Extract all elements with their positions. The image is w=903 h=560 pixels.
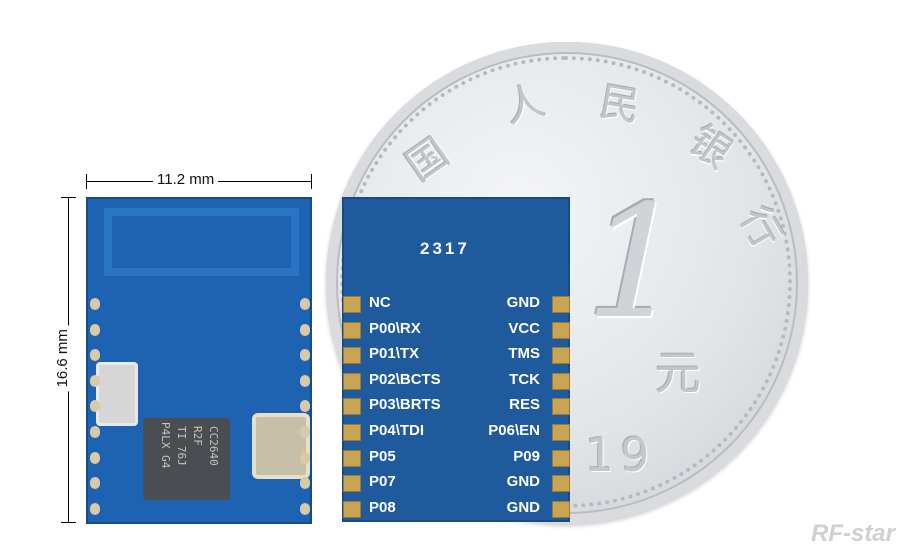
solder-pad <box>552 424 570 441</box>
solder-pad <box>552 321 570 339</box>
solder-pad <box>552 398 570 416</box>
pin-label-right: TCK <box>509 370 540 388</box>
castellated-pad <box>300 374 310 387</box>
solder-pad <box>343 347 361 365</box>
pin-label-right: GND <box>506 294 540 311</box>
castellated-pad <box>300 400 310 413</box>
pin-label-left: P07 <box>369 473 396 491</box>
pin-label-left: P03\BRTS <box>369 396 441 414</box>
chip-marking: CC2640 <box>207 426 220 466</box>
pin-label-left: P01\TX <box>369 345 420 363</box>
width-label: 11.2 mm <box>153 171 219 189</box>
castellated-pad <box>90 477 100 490</box>
castellated-pad <box>90 502 100 515</box>
castellated-pad <box>90 374 100 387</box>
pin-label-right: P06\EN <box>488 422 540 439</box>
pcb-antenna <box>104 208 299 276</box>
castellated-pad <box>90 323 100 336</box>
solder-pad <box>343 372 361 390</box>
solder-pad <box>343 424 361 441</box>
pin-label-left: P00\RX <box>369 319 421 337</box>
castellated-pad <box>300 477 310 490</box>
solder-pad <box>343 398 361 416</box>
castellated-pad <box>300 502 310 515</box>
pin-label-left: NC <box>369 294 391 311</box>
pin-label-right: P09 <box>513 447 540 465</box>
pin-label-left: P02\BCTS <box>369 370 441 388</box>
height-label: 16.6 mm <box>54 325 72 392</box>
pin-label-right: VCC <box>508 319 540 337</box>
chip-marking: TI 76J <box>175 426 188 466</box>
pin-label-right: GND <box>506 473 540 491</box>
pin-label-left: P05 <box>369 447 396 465</box>
solder-pad <box>552 449 570 467</box>
solder-pad <box>552 296 570 313</box>
coin-year: 19 <box>585 428 656 482</box>
solder-pad <box>552 475 570 493</box>
crystal <box>96 362 138 426</box>
coin-yuan: 元 <box>655 346 701 400</box>
castellated-pad <box>90 298 100 310</box>
pin-label-right: RES <box>509 396 540 414</box>
chip-marking: R2F <box>191 426 204 446</box>
dimension-tick <box>86 174 87 189</box>
solder-pad <box>552 372 570 390</box>
chip-marking: P4LX G4 <box>159 422 172 469</box>
castellated-pad <box>90 451 100 464</box>
soc-chip: CC2640 R2F TI 76J P4LX G4 <box>143 418 230 500</box>
crystal <box>252 413 310 479</box>
pin-label-left: P08 <box>369 498 396 516</box>
solder-pad <box>343 296 361 313</box>
dimension-tick <box>61 522 76 523</box>
coin-char: 民 <box>596 78 644 132</box>
castellated-pad <box>300 426 310 438</box>
brand-logo: RF-star <box>810 520 895 547</box>
pin-label-left: P04\TDI <box>369 422 425 439</box>
pin-label-right: TMS <box>508 345 540 363</box>
dimension-tick <box>61 197 76 198</box>
solder-pad <box>552 347 570 365</box>
date-code: 2317 <box>420 239 470 258</box>
castellated-pad <box>90 349 100 362</box>
castellated-pad <box>300 323 310 336</box>
solder-pad <box>343 449 361 467</box>
castellated-pad <box>90 400 100 413</box>
castellated-pad <box>300 298 310 310</box>
castellated-pad <box>90 426 100 438</box>
castellated-pad <box>300 349 310 362</box>
castellated-pad <box>300 451 310 464</box>
solder-pad <box>343 500 361 518</box>
solder-pad <box>343 475 361 493</box>
pin-label-right: GND <box>506 498 540 516</box>
dimension-tick <box>311 174 312 189</box>
solder-pad <box>552 500 570 518</box>
solder-pad <box>343 321 361 339</box>
